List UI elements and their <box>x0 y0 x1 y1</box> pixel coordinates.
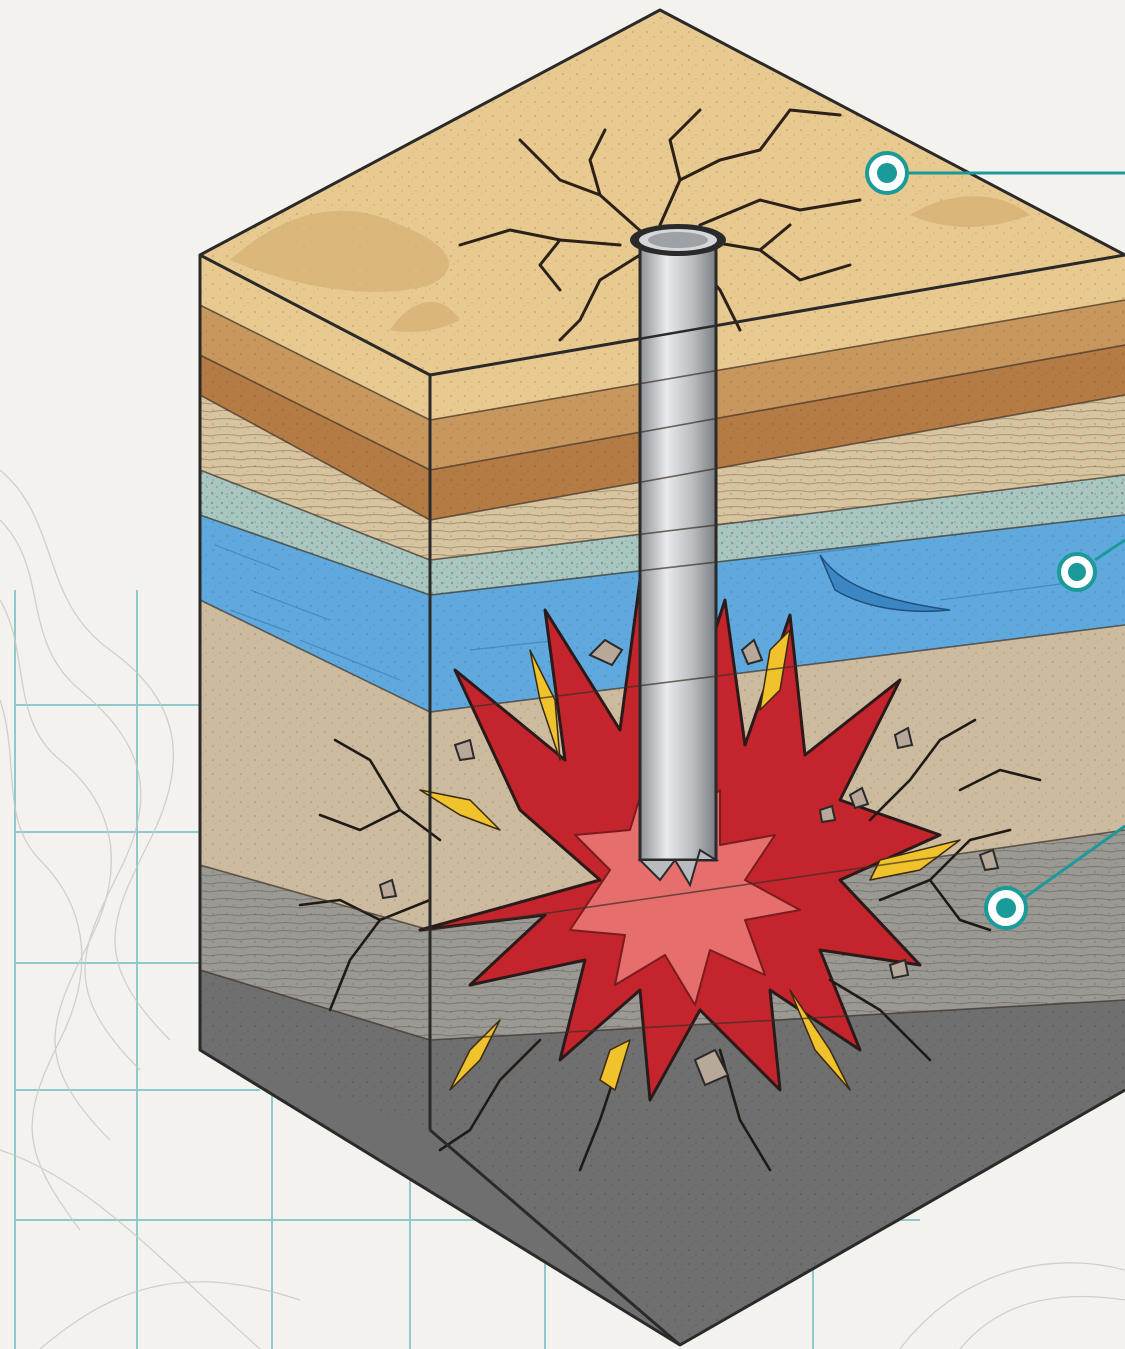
well-casing <box>630 224 726 885</box>
